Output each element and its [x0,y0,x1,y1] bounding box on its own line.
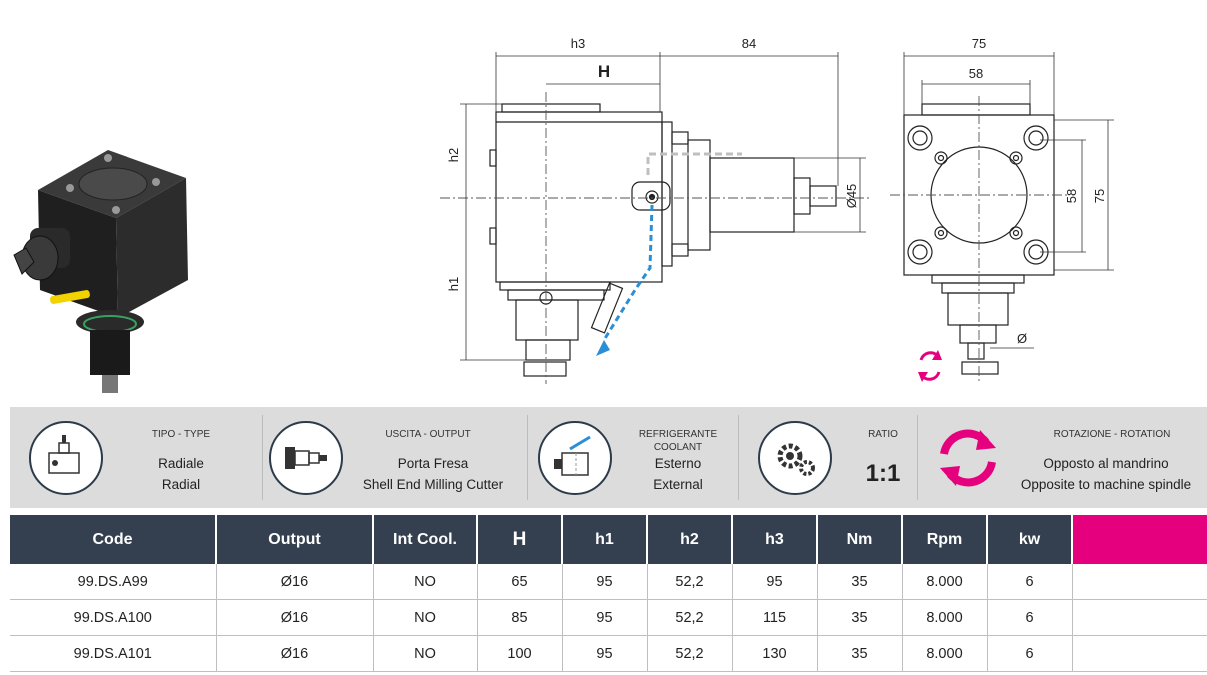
table-row: 99.DS.A99 Ø16 NO 65 95 52,2 95 35 8.000 … [10,564,1207,600]
header-H: H [477,515,563,564]
cell-int-cool: NO [373,564,478,600]
info-type: TIPO - TYPE Radiale Radial [10,407,262,508]
output-title: USCITA - OUTPUT [385,429,471,440]
cell-nm: 35 [817,635,903,672]
product-photo [13,150,188,393]
table-row: 99.DS.A101 Ø16 NO 100 95 52,2 130 35 8.0… [10,635,1207,672]
table-row: 99.DS.A100 Ø16 NO 85 95 52,2 115 35 8.00… [10,599,1207,636]
info-rotation: ROTAZIONE - ROTATION Opposto al mandrino… [918,407,1207,508]
rotation-value-en: Opposite to machine spindle [1020,477,1192,492]
header-h3: h3 [732,515,818,564]
cell-h3: 130 [732,635,818,672]
dim-58-top-label: 58 [969,66,983,81]
radial-tool-icon [29,421,103,495]
dim-h3-label: h3 [571,36,585,51]
dim-phi-label: Ø [1017,331,1027,346]
header-h2: h2 [647,515,733,564]
coolant-value-en: External [653,477,703,492]
technical-drawing: h3 84 H h2 h1 Ø45 [13,36,1114,393]
rotation-arrows-icon [940,429,996,487]
cell-H: 100 [477,635,563,672]
coolant-title-en: COOLANT [653,442,703,453]
cell-kw: 6 [987,599,1073,636]
cell-H: 65 [477,564,563,600]
table-header-row: Code Output Int Cool. H h1 h2 h3 Nm Rpm … [10,515,1207,564]
rotation-title: ROTAZIONE - ROTATION [1053,429,1171,440]
cell-nm: 35 [817,599,903,636]
cell-kw: 6 [987,564,1073,600]
cell-h3: 115 [732,599,818,636]
cell-nm: 35 [817,564,903,600]
dim-58-side-label: 58 [1064,189,1079,203]
header-accent-cell [1072,515,1207,564]
rotation-value-it: Opposto al mandrino [1043,456,1169,471]
header-rpm: Rpm [902,515,988,564]
cell-h1: 95 [562,599,648,636]
output-value-it: Porta Fresa [397,456,469,471]
cell-extra [1072,564,1207,600]
cell-extra [1072,599,1207,636]
ratio-title: RATIO [868,429,898,440]
info-ratio: RATIO 1:1 [739,407,917,508]
coolant-path [602,204,654,341]
side-view [489,103,837,377]
cell-h1: 95 [562,635,648,672]
cell-int-cool: NO [373,599,478,636]
cell-h3: 95 [732,564,818,600]
cell-output: Ø16 [216,635,374,672]
cell-H: 85 [477,599,563,636]
dim-H-label: H [598,62,610,81]
technical-drawing-area: h3 84 H h2 h1 Ø45 [13,36,1114,393]
shell-mill-icon [269,421,343,495]
cell-output: Ø16 [216,599,374,636]
header-nm: Nm [817,515,903,564]
gears-icon [758,421,832,495]
cell-extra [1072,635,1207,672]
external-coolant-icon [538,421,612,495]
cell-h2: 52,2 [647,635,733,672]
type-value-it: Radiale [158,456,204,471]
coolant-value-it: Esterno [654,456,702,471]
cell-h2: 52,2 [647,564,733,600]
spec-table: Code Output Int Cool. H h1 h2 h3 Nm Rpm … [10,515,1207,672]
dim-75-top-label: 75 [972,36,986,51]
info-coolant: REFRIGERANTE COOLANT Esterno External [528,407,738,508]
type-value-en: Radial [161,477,201,492]
header-int-cool: Int Cool. [373,515,478,564]
cell-int-cool: NO [373,635,478,672]
info-band: TIPO - TYPE Radiale Radial USCITA - OUTP… [10,407,1207,508]
info-output: USCITA - OUTPUT Porta Fresa Shell End Mi… [263,407,527,508]
cell-rpm: 8.000 [902,599,988,636]
cell-code: 99.DS.A100 [10,599,217,636]
dim-84-label: 84 [742,36,756,51]
dim-d45-label: Ø45 [844,184,859,209]
cell-kw: 6 [987,635,1073,672]
cell-output: Ø16 [216,564,374,600]
coolant-title-it: REFRIGERANTE [638,429,718,440]
cell-h1: 95 [562,564,648,600]
output-value-en: Shell End Milling Cutter [362,477,504,492]
header-output: Output [216,515,374,564]
cell-rpm: 8.000 [902,564,988,600]
cell-rpm: 8.000 [902,635,988,672]
dim-h1-label: h1 [446,277,461,291]
header-h1: h1 [562,515,648,564]
ratio-value: 1:1 [865,460,901,487]
dim-75-side-label: 75 [1092,189,1107,203]
cell-code: 99.DS.A99 [10,564,217,600]
header-code: Code [10,515,217,564]
type-title: TIPO - TYPE [151,429,211,440]
cell-code: 99.DS.A101 [10,635,217,672]
header-kw: kw [987,515,1073,564]
dim-h2-label: h2 [446,148,461,162]
cell-h2: 52,2 [647,599,733,636]
